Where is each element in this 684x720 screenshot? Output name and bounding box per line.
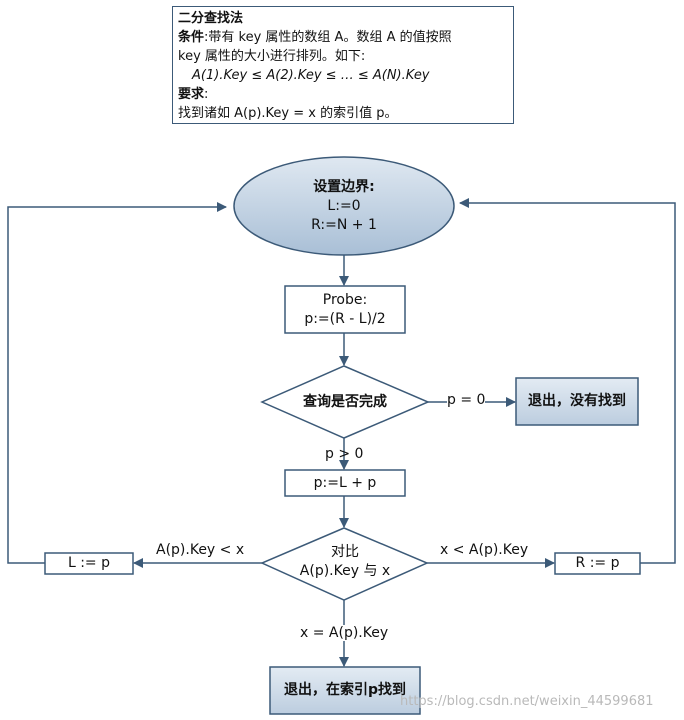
set-bounds-title: 设置边界: — [313, 178, 375, 195]
requirement-label: 要求 — [178, 87, 205, 102]
p-assign-label: p:=L + p — [313, 474, 377, 491]
probe-formula: p:=(R - L)/2 — [304, 310, 386, 327]
check-done-node: 查询是否完成 — [262, 390, 428, 414]
requirement-colon: : — [204, 87, 209, 102]
requirement-heading: 要求: — [178, 85, 508, 104]
exit-found-label: 退出，在索引p找到 — [283, 682, 407, 698]
compare-node: 对比 A(p).Key 与 x — [262, 540, 428, 584]
p-assign-box — [284, 469, 406, 497]
condition-label: 条件 — [178, 30, 205, 45]
r-assign-label: R := p — [575, 555, 620, 571]
exit-found-node: 退出，在索引p找到 — [270, 667, 420, 714]
edge-label-x-lt-key: x < A(p).Key — [440, 542, 529, 558]
description-title: 二分查找法 — [178, 11, 244, 26]
edge-label-p-eq-zero: p = 0 — [447, 392, 486, 408]
l-assign-label: L := p — [67, 555, 111, 571]
set-bounds-r: R:=N + 1 — [311, 216, 377, 233]
condition-line-2: key 属性的大小进行排列。如下: — [178, 49, 366, 64]
p-assign-node: p:=L + p — [285, 470, 405, 496]
condition-line: 条件:带有 key 属性的数组 A。数组 A 的值按照 — [178, 28, 508, 47]
set-bounds-l: L:=0 — [327, 197, 361, 214]
sorted-formula: A(1).Key ≤ A(2).Key ≤ … ≤ A(N).Key — [192, 68, 430, 83]
exit-not-found-node: 退出，没有找到 — [516, 378, 638, 425]
l-assign-node: L := p — [45, 553, 133, 574]
r-assign-node: R := p — [555, 553, 640, 574]
set-bounds-node: 设置边界: L:=0 R:=N + 1 — [234, 160, 454, 252]
probe-box — [284, 285, 406, 334]
edge-label-x-eq-key: x = A(p).Key — [300, 625, 389, 641]
check-done-label: 查询是否完成 — [303, 393, 387, 410]
edge-r-loop-back — [459, 198, 676, 564]
compare-subject: A(p).Key 与 x — [299, 563, 391, 579]
exit-found-box — [269, 666, 421, 715]
edge-l-loop-back — [7, 202, 227, 564]
probe-node: Probe: p:=(R - L)/2 — [285, 286, 405, 333]
requirement-text: 找到诸如 A(p).Key = x 的索引值 p。 — [178, 106, 398, 121]
exit-not-found-label: 退出，没有找到 — [528, 393, 626, 409]
edge-label-p-gt-zero: p > 0 — [325, 446, 364, 462]
probe-title: Probe: — [322, 291, 368, 308]
description-box: 二分查找法 条件:带有 key 属性的数组 A。数组 A 的值按照 key 属性… — [172, 6, 514, 124]
condition-text: :带有 key 属性的数组 A。数组 A 的值按照 — [204, 30, 452, 45]
compare-title: 对比 — [331, 544, 359, 560]
exit-not-found-box — [515, 377, 639, 426]
watermark-text: https://blog.csdn.net/weixin_44599681 — [400, 694, 654, 709]
edge-label-key-lt-x: A(p).Key < x — [156, 542, 245, 558]
